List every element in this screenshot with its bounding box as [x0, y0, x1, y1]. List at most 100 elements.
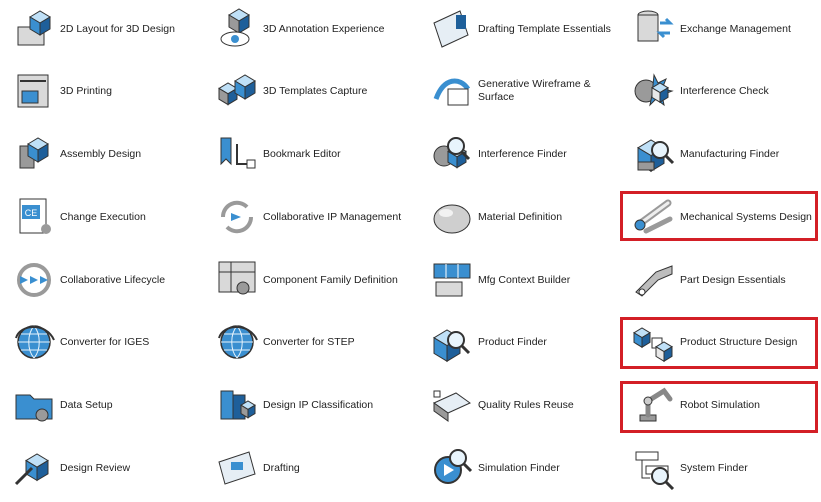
app-tile-label: Generative Wireframe & Surface: [478, 78, 591, 103]
app-tile[interactable]: Interference Check: [622, 62, 821, 120]
mfg-context-icon: [428, 256, 476, 304]
app-tile[interactable]: Product Structure Design: [622, 313, 821, 371]
app-tile[interactable]: Drafting Template Essentials: [420, 0, 620, 58]
assembly-icon: [10, 130, 58, 178]
app-tile-label: Part Design Essentials: [680, 273, 786, 286]
catalog-column: 3D Annotation Experience 3D Templates Cap…: [205, 0, 410, 502]
change-execution-icon: CE: [10, 193, 58, 241]
app-tile[interactable]: Mfg Context Builder: [420, 251, 620, 309]
2d-layout-icon: [10, 5, 58, 53]
system-finder-icon: [630, 444, 678, 492]
app-tile[interactable]: Simulation Finder: [420, 439, 620, 497]
svg-text:CE: CE: [25, 208, 38, 218]
app-tile[interactable]: Collaborative Lifecycle: [2, 251, 202, 309]
app-tile-label: Design IP Classification: [263, 398, 374, 411]
annotation-eye-icon: [213, 5, 261, 53]
manufacturing-finder-icon: [630, 130, 678, 178]
app-tile-label: Design Review: [60, 461, 131, 474]
globe-converter-icon: [10, 318, 58, 366]
app-tile-label: Collaborative Lifecycle: [60, 273, 166, 286]
app-tile-label: Interference Check: [680, 84, 769, 97]
app-tile[interactable]: Manufacturing Finder: [622, 125, 821, 183]
app-tile-label: Assembly Design: [60, 147, 142, 160]
app-tile[interactable]: Bookmark Editor: [205, 125, 405, 183]
drafting-template-icon: [428, 5, 476, 53]
app-tile[interactable]: Exchange Management: [622, 0, 821, 58]
part-bracket-icon: [630, 256, 678, 304]
app-tile-label: Material Definition: [478, 210, 563, 223]
component-family-icon: [213, 256, 261, 304]
app-tile[interactable]: Assembly Design: [2, 125, 202, 183]
app-tile[interactable]: Drafting: [205, 439, 405, 497]
app-tile[interactable]: Converter for STEP: [205, 313, 405, 371]
app-tile-label: Product Finder: [478, 335, 547, 348]
app-tile[interactable]: Interference Finder: [420, 125, 620, 183]
app-tile-label: Data Setup: [60, 398, 113, 411]
app-tile-label: Interference Finder: [478, 147, 567, 160]
app-tile-label: Product Structure Design: [680, 335, 798, 348]
app-tile-label: Converter for IGES: [60, 335, 150, 348]
classification-icon: [213, 381, 261, 429]
exchange-database-icon: [630, 5, 678, 53]
app-tile-label: Drafting: [263, 461, 300, 474]
app-tile[interactable]: Design Review: [2, 439, 202, 497]
app-tile-label: Converter for STEP: [263, 335, 355, 348]
app-tile[interactable]: 3D Printing: [2, 62, 202, 120]
robot-arm-icon: [630, 381, 678, 429]
collab-arrows-icon: [213, 193, 261, 241]
app-tile[interactable]: Quality Rules Reuse: [420, 376, 620, 434]
app-tile[interactable]: 3D Annotation Experience: [205, 0, 405, 58]
folder-gear-icon: [10, 381, 58, 429]
app-tile-label: Mechanical Systems Design: [680, 210, 812, 223]
design-review-icon: [10, 444, 58, 492]
mechanical-link-icon: [630, 193, 678, 241]
app-tile-label: Drafting Template Essentials: [478, 22, 611, 35]
app-tile-label: Robot Simulation: [680, 398, 760, 411]
app-tile[interactable]: Mechanical Systems Design: [622, 188, 821, 246]
app-tile-label: Mfg Context Builder: [478, 273, 571, 286]
app-tile[interactable]: System Finder: [622, 439, 821, 497]
app-tile-label: Simulation Finder: [478, 461, 560, 474]
interference-finder-icon: [428, 130, 476, 178]
app-tile[interactable]: 2D Layout for 3D Design: [2, 0, 202, 58]
app-tile-label: Change Execution: [60, 210, 146, 223]
app-tile-label: Manufacturing Finder: [680, 147, 780, 160]
app-tile[interactable]: CE Change Execution: [2, 188, 202, 246]
quality-rules-icon: [428, 381, 476, 429]
app-tile[interactable]: Product Finder: [420, 313, 620, 371]
app-tile-label: Exchange Management: [680, 22, 791, 35]
app-tile[interactable]: Robot Simulation: [622, 376, 821, 434]
app-tile-label: Collaborative IP Management: [263, 210, 402, 223]
app-tile[interactable]: Data Setup: [2, 376, 202, 434]
app-tile[interactable]: Part Design Essentials: [622, 251, 821, 309]
bookmark-icon: [213, 130, 261, 178]
app-tile-label: System Finder: [680, 461, 748, 474]
app-tile[interactable]: Generative Wireframe & Surface: [420, 62, 620, 120]
app-tile-label: 3D Annotation Experience: [263, 22, 385, 35]
app-tile-label: 2D Layout for 3D Design: [60, 22, 175, 35]
globe-converter-icon: [213, 318, 261, 366]
app-tile[interactable]: Material Definition: [420, 188, 620, 246]
product-finder-icon: [428, 318, 476, 366]
lifecycle-icon: [10, 256, 58, 304]
drafting-sheet-icon: [213, 444, 261, 492]
app-tile[interactable]: 3D Templates Capture: [205, 62, 405, 120]
app-tile[interactable]: Component Family Definition: [205, 251, 405, 309]
app-tile-label: Component Family Definition: [263, 273, 398, 286]
3d-printer-icon: [10, 67, 58, 115]
product-structure-icon: [630, 318, 678, 366]
material-sphere-icon: [428, 193, 476, 241]
templates-cube-icon: [213, 67, 261, 115]
app-tile[interactable]: Converter for IGES: [2, 313, 202, 371]
app-tile[interactable]: Collaborative IP Management: [205, 188, 405, 246]
app-tile[interactable]: Design IP Classification: [205, 376, 405, 434]
app-tile-label: Quality Rules Reuse: [478, 398, 574, 411]
interference-check-icon: [630, 67, 678, 115]
app-tile-label: 3D Templates Capture: [263, 84, 368, 97]
app-tile-label: 3D Printing: [60, 84, 112, 97]
app-tile-label: Bookmark Editor: [263, 147, 341, 160]
